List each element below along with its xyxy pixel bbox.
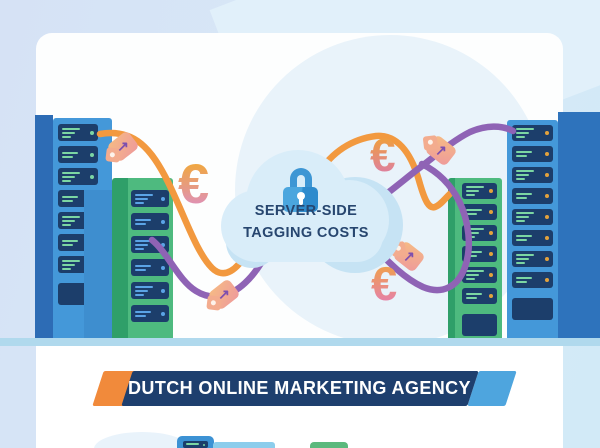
lock-icon <box>290 168 312 192</box>
server-slot <box>58 146 98 163</box>
arrow-up-right-icon: ↗ <box>218 286 230 302</box>
server-slot <box>462 183 497 199</box>
server-slot <box>131 213 169 230</box>
server-slots <box>455 178 502 336</box>
keyhole-icon <box>297 192 305 200</box>
server-slot <box>512 188 553 204</box>
server-slot <box>58 168 98 185</box>
euro-icon: € <box>370 129 396 181</box>
arrow-up-right-icon: ↗ <box>435 142 447 158</box>
server-slot <box>462 204 497 220</box>
server-slot <box>462 225 497 241</box>
euro-icon: € <box>178 152 210 215</box>
page-title: SERVER-SIDE TAGGING COSTS <box>226 204 386 240</box>
server-slot <box>512 251 553 267</box>
keyhole-icon <box>299 197 303 205</box>
blue-bar-shape <box>213 442 275 448</box>
server-slots <box>128 178 173 322</box>
server-slot <box>131 282 169 299</box>
background-blob <box>94 432 190 448</box>
server-slot <box>131 190 169 207</box>
server-slot <box>58 124 98 141</box>
arrow-up-right-icon: ↗ <box>403 248 415 264</box>
cloud-icon <box>237 210 383 262</box>
arrow-up-right-icon: ↗ <box>117 138 129 154</box>
green-bar-shape <box>310 442 348 448</box>
server-slot <box>462 246 497 262</box>
server-slot <box>131 236 169 253</box>
browser-screen-line <box>186 443 199 445</box>
server-slot <box>512 167 553 183</box>
title-line-1: SERVER-SIDE <box>254 203 358 219</box>
server-slot <box>512 209 553 225</box>
browser-screen-dot <box>203 444 205 446</box>
server-tower-left-edge <box>35 115 53 338</box>
server-tower-left-strip <box>84 190 112 338</box>
server-panel-right <box>558 112 600 338</box>
server-slot <box>512 146 553 162</box>
server-slot <box>131 305 169 322</box>
server-tower-right-blue <box>507 120 558 338</box>
server-slot <box>512 230 553 246</box>
floor-strip <box>0 338 600 346</box>
server-slots <box>507 120 558 320</box>
agency-banner-label: DUTCH ONLINE MARKETING AGENCY <box>128 378 471 398</box>
server-slot <box>131 259 169 276</box>
server-blank-panel <box>512 298 553 320</box>
title-line-2: TAGGING COSTS <box>243 224 369 241</box>
server-slot <box>512 125 553 141</box>
server-blank-panel <box>462 314 497 336</box>
server-tower-right-green <box>448 178 502 338</box>
server-tower-left-green <box>112 178 173 338</box>
server-slot <box>462 267 497 283</box>
server-slot <box>462 288 497 304</box>
server-slot <box>512 272 553 288</box>
